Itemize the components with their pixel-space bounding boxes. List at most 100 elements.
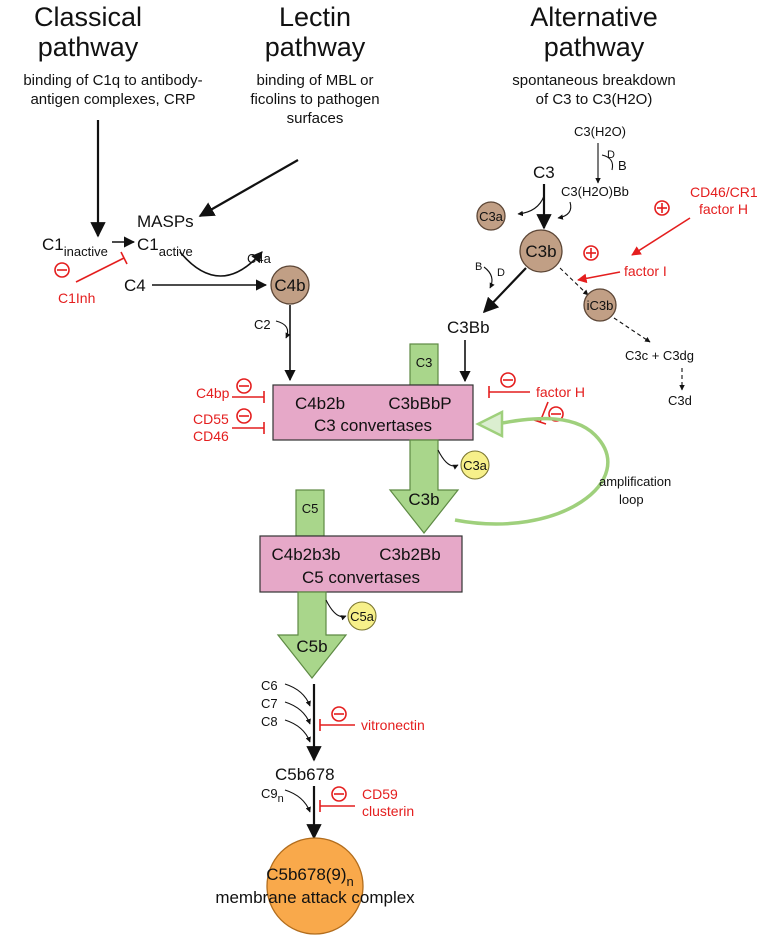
lectin-desc-3: surfaces: [287, 110, 344, 127]
vitronectin-label: vitronectin: [361, 717, 425, 733]
c4bp-minus-icon: [236, 378, 252, 394]
c2-join-arrow: [275, 320, 291, 339]
c3a-label: C3a: [463, 458, 488, 473]
cd55-minus-icon: [236, 408, 252, 424]
c5a-node: [347, 601, 377, 631]
c3-alt-label: C3: [533, 163, 555, 182]
classical-desc-1: binding of C1q to antibody-: [23, 72, 202, 89]
mac-label: membrane attack complex: [215, 888, 415, 907]
classical-title-1: Classical: [34, 2, 142, 32]
c3h2o-db-curve: [601, 154, 614, 171]
c9-label: C9n: [261, 786, 284, 805]
cd59-minus-icon: [331, 786, 347, 802]
amplification-line-1: amplification: [599, 474, 671, 489]
c3a-node: [460, 450, 490, 480]
factor-i-plus-icon: [583, 245, 599, 261]
alternative-title-2: pathway: [544, 32, 645, 62]
lectin-desc-1: binding of MBL or: [256, 72, 373, 89]
classical-pathway-header: Classical pathway binding of C1q to anti…: [23, 2, 202, 108]
alternative-pathway-header: Alternative pathway spontaneous breakdow…: [512, 2, 675, 108]
classical-title-2: pathway: [38, 32, 139, 62]
lectin-desc-2: ficolins to pathogen: [250, 91, 379, 108]
c5-convertase-classical: C4b2b3b: [271, 545, 340, 564]
c7-label: C7: [261, 696, 278, 711]
c8-join-arrow: [284, 719, 311, 743]
c9-join-arrow: [284, 789, 311, 813]
c8-label: C8: [261, 714, 278, 729]
c2-label: C2: [254, 317, 271, 332]
factor-d-label-2: D: [497, 267, 505, 279]
c3-convertase-title: C3 convertases: [314, 416, 432, 435]
c5b-output-label: C5b: [296, 637, 327, 656]
factor-h-loop-inhibition-bar: [533, 419, 547, 425]
c3c-c3dg-label: C3c + C3dg: [625, 348, 694, 363]
c3h2o-label: C3(H2O): [574, 124, 626, 139]
c3-convertase-box: [272, 384, 474, 441]
c4-label: C4: [124, 276, 146, 295]
c5-convertase-alternative: C3b2Bb: [379, 545, 440, 564]
c5-input-flow: [295, 489, 325, 537]
c1inh-minus-icon: [54, 262, 70, 278]
c3-convertase-alternative: C3bBbP: [388, 394, 451, 413]
c1inh-label: C1Inh: [58, 290, 95, 306]
c3a-release-arrow: [517, 195, 545, 217]
c6-label: C6: [261, 678, 278, 693]
c5-convertase-box: [259, 535, 463, 593]
c4b-label: C4b: [274, 276, 305, 295]
mac-main-label: C5b678(9)n: [266, 865, 354, 889]
c3b-alt-node: [519, 229, 563, 273]
c1-cleaves-c4-arrow: [179, 251, 263, 277]
clusterin-label: clusterin: [362, 803, 414, 819]
c5a-release-arrow: [325, 599, 347, 621]
c3b-output-flow: [388, 439, 460, 534]
c3b-to-c3bb-arrow: [482, 267, 527, 314]
c3-input-flow: [409, 343, 439, 386]
c3b-output-label: C3b: [408, 490, 439, 509]
lectin-title-1: Lectin: [279, 2, 351, 32]
cd46-label: CD46: [193, 428, 229, 444]
ic3b-to-c3c-arrow: [613, 317, 651, 343]
c1inh-inhibition-line: [75, 257, 125, 283]
c3-convertase-classical: C4b2b: [295, 394, 345, 413]
masps-label: MASPs: [137, 212, 194, 231]
c5-input-label: C5: [302, 501, 319, 516]
c5b678-label: C5b678: [275, 765, 335, 784]
cd55-label: CD55: [193, 411, 229, 427]
factor-d-label-1: D: [607, 149, 615, 161]
alternative-title-1: Alternative: [530, 2, 658, 32]
factor-i-label: factor I: [624, 263, 667, 279]
c1-active-label: C1active: [137, 235, 193, 259]
cd46-cr1-label: CD46/CR1: [690, 184, 758, 200]
c4bp-label: C4bp: [196, 385, 230, 401]
vitronectin-minus-icon: [331, 706, 347, 722]
c1inh-inhibition-bar: [120, 251, 128, 265]
cd59-label: CD59: [362, 786, 398, 802]
c3bb-label: C3Bb: [447, 318, 490, 337]
c4b-node: [270, 265, 310, 305]
c1-inactive-label: C1inactive: [42, 235, 108, 259]
alternative-desc-1: spontaneous breakdown: [512, 72, 675, 89]
mac-node: [266, 837, 364, 935]
c3-input-label: C3: [416, 355, 433, 370]
factor-h-minus-icon-1: [500, 372, 516, 388]
c3b-to-ic3b-arrow: [559, 267, 589, 296]
lectin-title-2: pathway: [265, 32, 366, 62]
factor-h-regulator-label: factor H: [536, 384, 585, 400]
amplification-loop-arrowhead: [475, 409, 504, 439]
alternative-desc-2: of C3 to C3(H2O): [536, 91, 653, 108]
cd46-cr1-plus-icon: [654, 200, 670, 216]
b-join-arrow: [483, 266, 495, 289]
c3a-alt-label: C3a: [479, 209, 504, 224]
factor-h-alt-label: factor H: [699, 201, 748, 217]
classical-desc-2: antigen complexes, CRP: [30, 91, 195, 108]
c5a-label: C5a: [350, 609, 375, 624]
c3a-alt-node: [476, 201, 506, 231]
factor-i-arrow: [577, 271, 621, 284]
lectin-activation-arrow: [198, 159, 299, 217]
lectin-pathway-header: Lectin pathway binding of MBL or ficolin…: [250, 2, 379, 127]
cd46-to-factor-i-arrow: [631, 217, 691, 256]
amplification-loop-arc: [454, 416, 610, 526]
ic3b-node: [583, 288, 617, 322]
c5-convertase-title: C5 convertases: [302, 568, 420, 587]
